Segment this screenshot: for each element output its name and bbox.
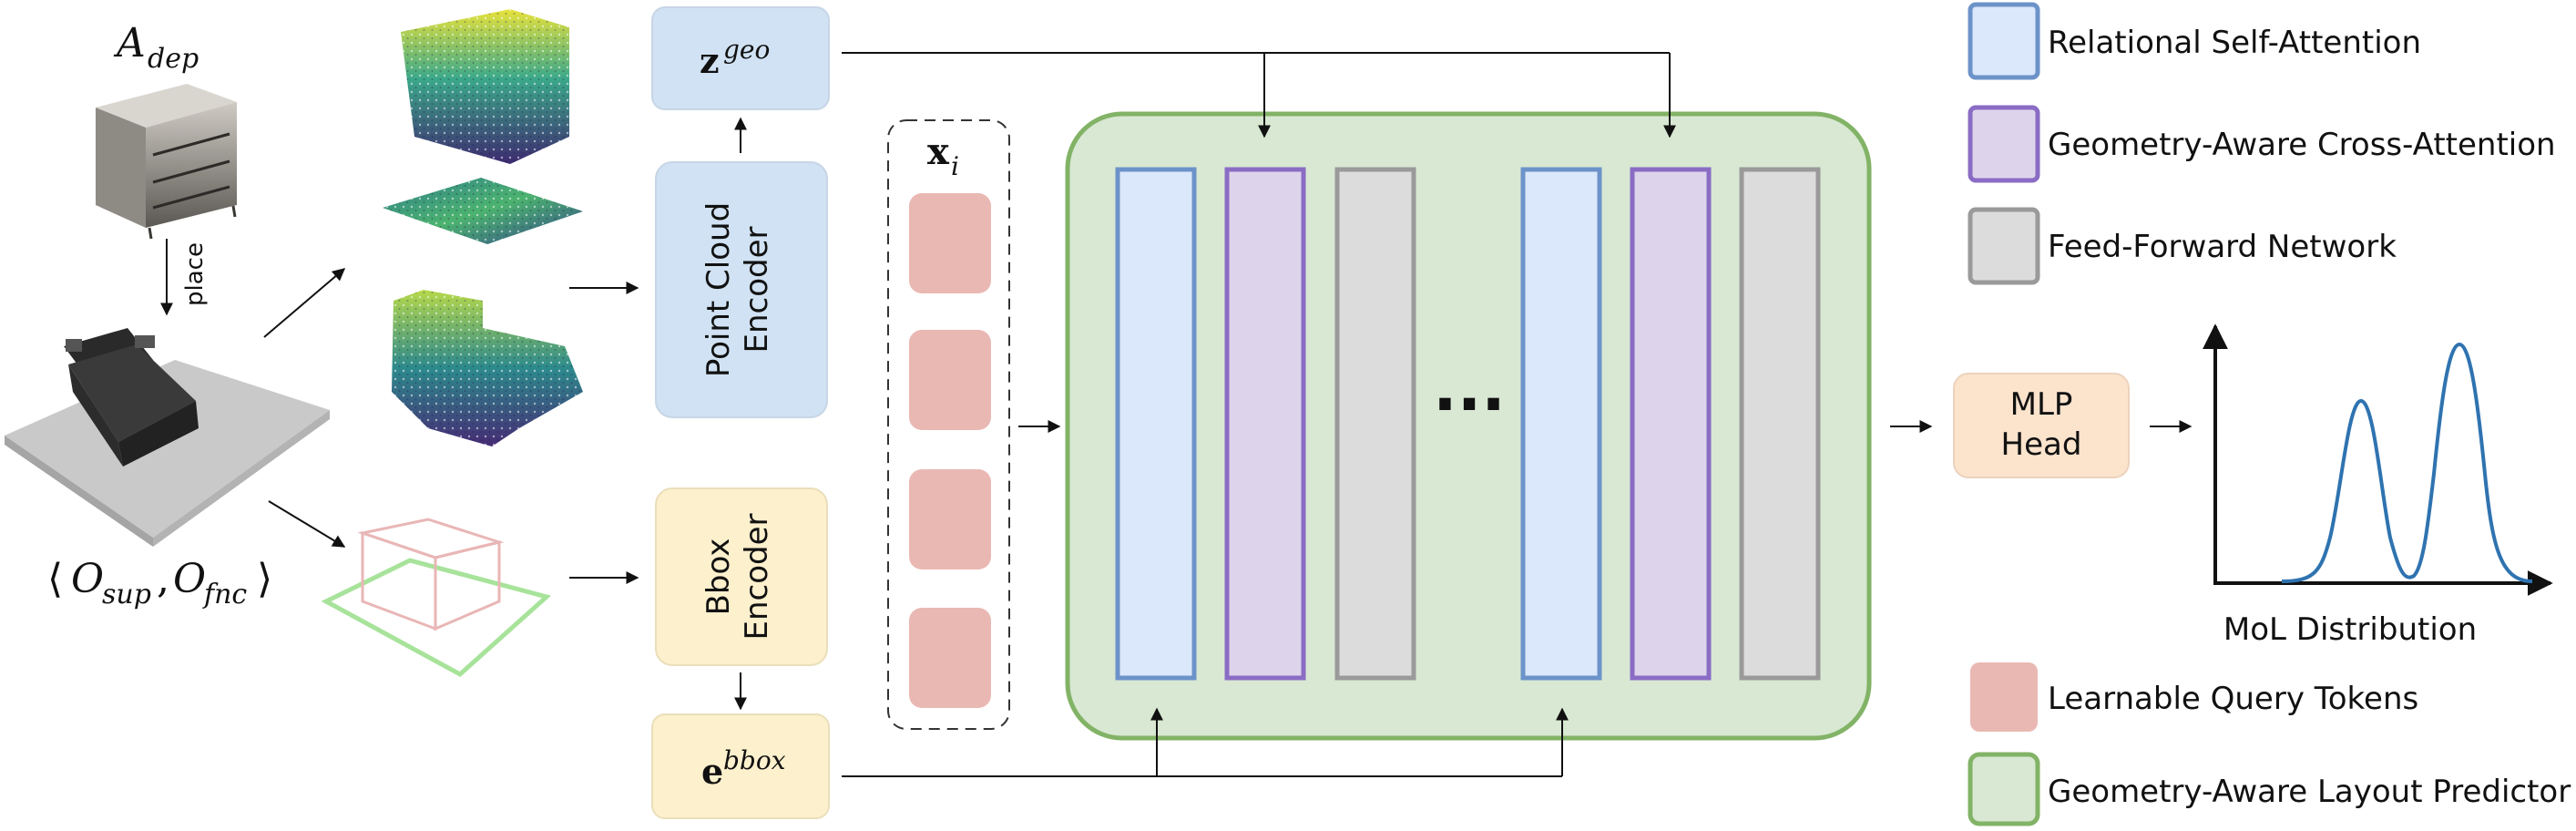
feed-forward-block-2	[1739, 167, 1821, 681]
legend-item-feed-forward: Feed-Forward Network	[1968, 207, 2397, 285]
svg-text:O: O	[173, 556, 206, 602]
svg-text:Learnable Query Tokens: Learnable Query Tokens	[2048, 681, 2418, 717]
svg-text:Feed-Forward Network: Feed-Forward Network	[2048, 229, 2397, 265]
self-attention-block-1	[1115, 167, 1197, 681]
point-cloud-bed	[392, 290, 583, 446]
svg-text:⟨: ⟨	[47, 556, 63, 602]
cross-attention-block-1	[1224, 167, 1306, 681]
point-cloud-floor	[383, 178, 583, 244]
z-geo-routing	[842, 52, 1676, 138]
query-token	[909, 330, 991, 430]
mlp-head: MLP Head	[1953, 373, 2130, 478]
mol-curve	[2281, 342, 2533, 583]
mol-distribution-label: MoL Distribution	[2223, 611, 2477, 648]
e-bbox-box: e bbox	[651, 713, 830, 819]
svg-text:e: e	[701, 751, 723, 792]
place-label: place	[181, 242, 209, 306]
svg-text:fnc: fnc	[202, 579, 247, 610]
dep-object-title: A dep	[113, 20, 199, 75]
dep-object-subscript: dep	[148, 43, 199, 75]
scene-bed-image	[5, 328, 330, 547]
self-attention-block-2	[1520, 167, 1602, 681]
arrow-scene-to-pointclouds	[263, 268, 346, 338]
legend-item-cross-attention: Geometry-Aware Cross-Attention	[1968, 105, 2556, 183]
cross-attention-block-2	[1630, 167, 1712, 681]
svg-text:⟩: ⟩	[257, 556, 272, 602]
point-cloud-dep-object	[401, 9, 569, 164]
svg-text:bbox: bbox	[723, 745, 786, 775]
legend-item-layout-predictor: Geometry-Aware Layout Predictor	[1968, 752, 2571, 826]
point-cloud-encoder: Point Cloud Encoder	[655, 161, 828, 418]
svg-text:Relational Self-Attention: Relational Self-Attention	[2048, 25, 2421, 61]
svg-text:Encoder: Encoder	[739, 226, 775, 353]
mol-distribution-plot: MoL Distribution	[2203, 323, 2553, 648]
svg-text:z: z	[700, 40, 720, 81]
dep-object-symbol: A	[113, 20, 146, 67]
query-token	[909, 193, 991, 293]
svg-text:geo: geo	[723, 35, 770, 65]
x-i-label: x	[927, 130, 950, 173]
svg-text:sup: sup	[102, 579, 151, 610]
legend-item-query-tokens: Learnable Query Tokens	[1970, 662, 2418, 732]
query-token	[909, 608, 991, 708]
query-tokens-group: x i	[887, 119, 1010, 730]
svg-text:Head: Head	[2001, 426, 2082, 463]
context-objects-label: ⟨ O sup , O fnc ⟩	[47, 556, 272, 610]
svg-text:Geometry-Aware Layout Predicto: Geometry-Aware Layout Predictor	[2048, 774, 2571, 810]
dresser-image	[96, 84, 237, 240]
svg-text:,: ,	[157, 556, 169, 602]
legend: Relational Self-Attention Geometry-Aware…	[1968, 2, 2571, 826]
place-arrow: place	[160, 239, 209, 316]
ellipsis: ···	[1433, 367, 1506, 442]
svg-text:O: O	[71, 556, 104, 602]
svg-text:Encoder: Encoder	[739, 513, 775, 640]
z-geo-box: z geo	[651, 6, 830, 110]
query-token	[909, 469, 991, 569]
legend-item-self-attention: Relational Self-Attention	[1968, 2, 2421, 80]
e-bbox-routing	[842, 707, 1569, 777]
svg-text:i: i	[951, 151, 959, 181]
arrow-scene-to-bbox	[268, 500, 346, 548]
bbox-encoder: Bbox Encoder	[655, 487, 828, 666]
svg-text:Point Cloud: Point Cloud	[700, 202, 737, 377]
bbox-wireframe	[321, 518, 552, 678]
svg-text:MLP: MLP	[2010, 386, 2073, 423]
feed-forward-block-1	[1334, 167, 1416, 681]
svg-text:Geometry-Aware Cross-Attention: Geometry-Aware Cross-Attention	[2048, 127, 2556, 163]
svg-text:Bbox: Bbox	[700, 539, 737, 616]
layout-predictor: ···	[1065, 111, 1872, 741]
